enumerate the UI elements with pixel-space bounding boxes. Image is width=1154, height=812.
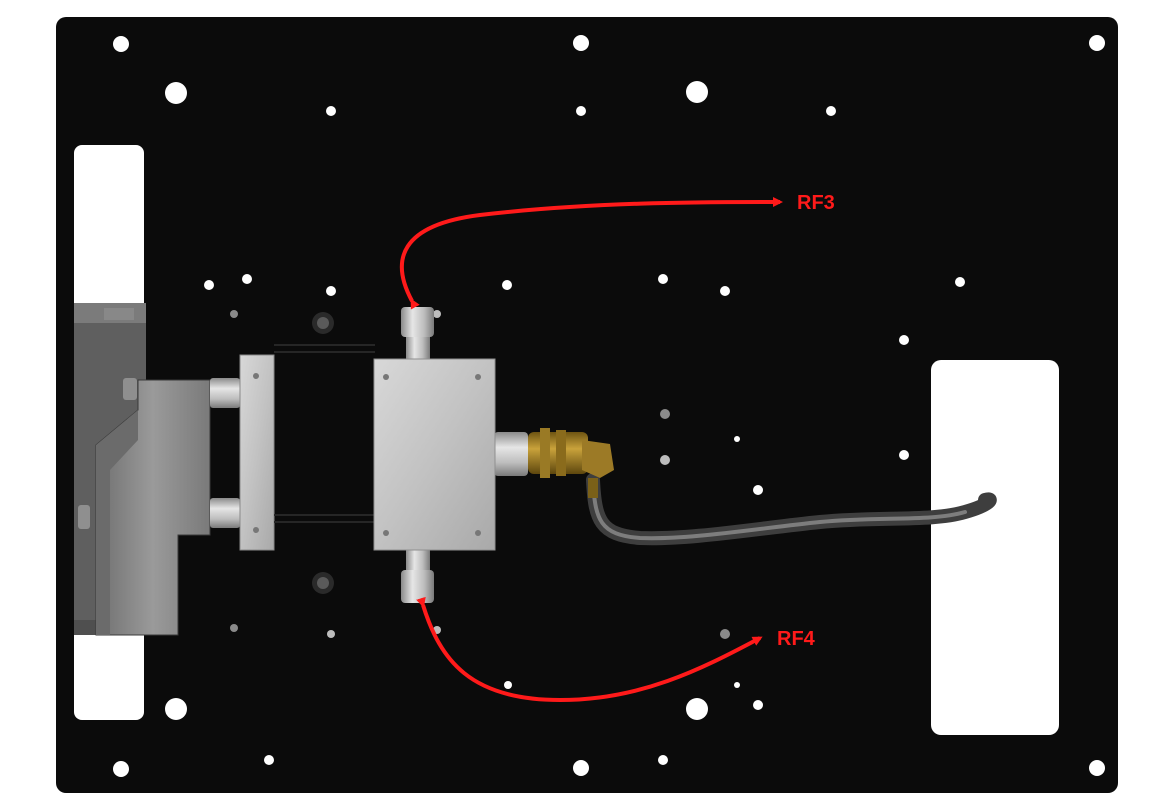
mounting-plate	[56, 17, 1118, 793]
clamp-bracket	[78, 378, 240, 636]
hole	[573, 760, 589, 776]
hole	[826, 106, 836, 116]
hole	[753, 485, 763, 495]
rf3-arrow	[399, 197, 783, 310]
hole	[204, 280, 214, 290]
hole	[686, 698, 708, 720]
hole	[573, 35, 589, 51]
hole	[658, 274, 668, 284]
rf4-arrow	[416, 596, 763, 703]
hole	[327, 630, 335, 638]
hole	[165, 82, 187, 104]
hole	[502, 280, 512, 290]
hole	[955, 277, 965, 287]
standoff-rails	[274, 344, 375, 523]
hole	[899, 335, 909, 345]
bolt	[210, 498, 240, 528]
hole	[1089, 760, 1105, 776]
hole	[230, 624, 238, 632]
hole	[734, 436, 740, 442]
bolt	[210, 378, 240, 408]
hole	[720, 286, 730, 296]
hole	[720, 629, 730, 639]
hole	[113, 36, 129, 52]
hole	[686, 81, 708, 103]
hole	[658, 755, 668, 765]
rf4-label: RF4	[777, 628, 815, 650]
hole	[899, 450, 909, 460]
hole	[242, 274, 252, 284]
hole	[504, 681, 512, 689]
sma-elbow	[528, 428, 614, 498]
hole	[326, 106, 336, 116]
hole	[576, 106, 586, 116]
coupler-body	[373, 358, 496, 551]
rf-connector-bottom	[401, 550, 434, 603]
rf-connector-side	[494, 432, 528, 476]
hole	[753, 700, 763, 710]
rf3-label: RF3	[797, 192, 835, 214]
hole	[326, 286, 336, 296]
rf-connector-top	[401, 307, 434, 361]
hole	[1089, 35, 1105, 51]
right-slot-cutout	[931, 360, 1059, 735]
hole	[113, 761, 129, 777]
hole	[230, 310, 238, 318]
screw-heads	[312, 312, 334, 594]
hole	[734, 682, 740, 688]
coax-cable-highlight	[591, 478, 967, 541]
spacer-plate	[239, 354, 275, 551]
hole	[660, 455, 670, 465]
hole	[165, 698, 187, 720]
hole	[264, 755, 274, 765]
hole	[433, 310, 441, 318]
hole	[660, 409, 670, 419]
